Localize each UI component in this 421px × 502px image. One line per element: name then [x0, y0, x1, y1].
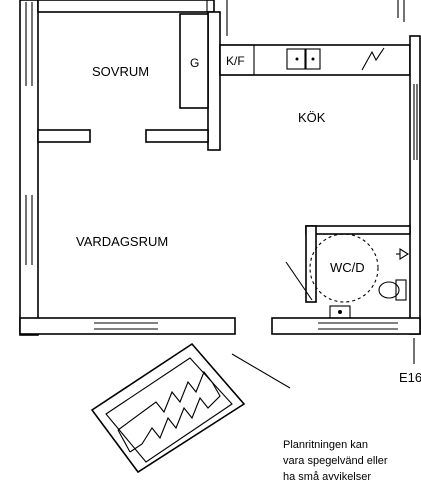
entry-wall — [231, 353, 291, 389]
wash-basin — [329, 305, 351, 319]
wall-bedroom-living — [37, 129, 209, 143]
wall-bedroom-kitchen — [207, 11, 221, 151]
room-label-garderob: G — [190, 56, 200, 70]
wardrobe-g — [179, 13, 209, 109]
drain-symbol — [396, 248, 410, 260]
room-label-wc-dusch: WC/D — [330, 260, 365, 275]
note-line: Planritningen kan — [283, 439, 369, 451]
outer-wall-bottom — [19, 317, 421, 335]
room-label-kok: KÖK — [298, 110, 326, 125]
room-label-sovrum: SOVRUM — [92, 64, 150, 79]
outer-wall-left — [19, 0, 39, 336]
room-label-vardagsrum: VARDAGSRUM — [76, 234, 169, 249]
kitchen-counter — [219, 44, 411, 76]
entrance-door — [285, 261, 313, 301]
outer-wall-top — [37, 0, 405, 36]
bathroom-walls — [305, 225, 411, 303]
note-line: ha små avvikelser — [283, 471, 372, 483]
note-line: vara spegelvänd eller — [283, 455, 388, 467]
outer-wall-right — [409, 35, 421, 335]
staircase — [90, 342, 246, 474]
wc-turning-circle — [309, 233, 379, 303]
toilet — [378, 279, 407, 301]
room-label-kyl-frys: K/F — [226, 54, 245, 68]
section-marker-label: E16 — [399, 370, 421, 385]
disclaimer-note: Planritningen kan vara spegelvänd eller … — [283, 437, 388, 485]
